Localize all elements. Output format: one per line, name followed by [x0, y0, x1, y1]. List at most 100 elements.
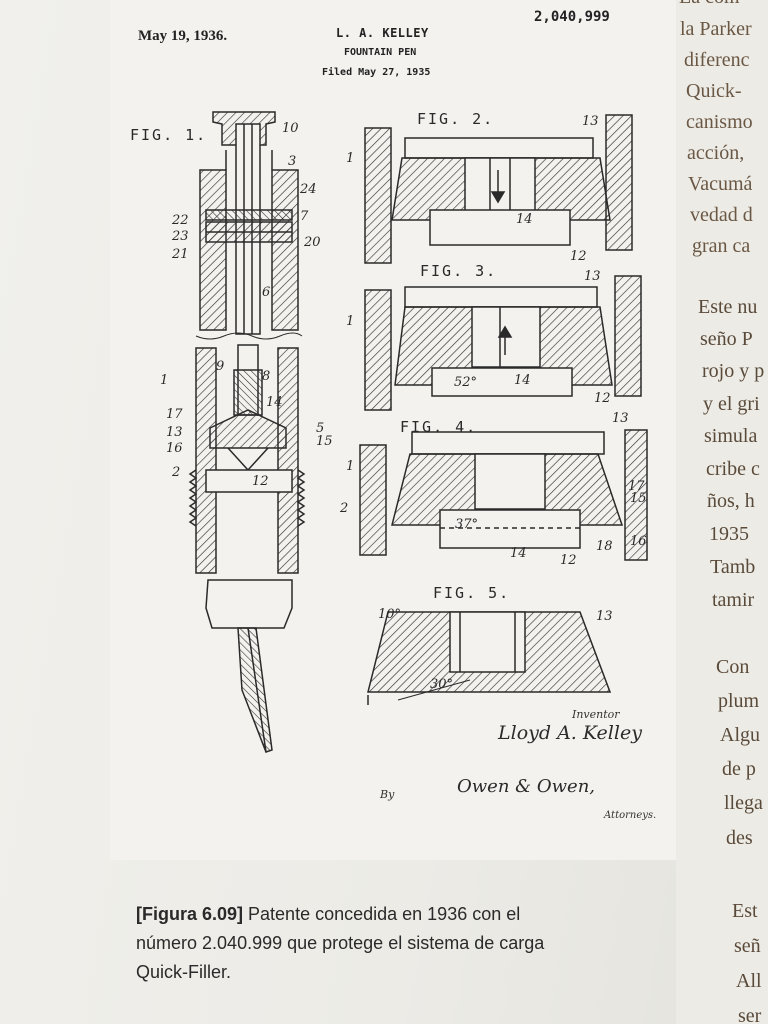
svg-text:12: 12 — [594, 391, 611, 406]
fig-1-pen-section — [188, 111, 306, 753]
right-line: des — [726, 827, 753, 849]
fig-1-label: FIG. 1. — [130, 126, 207, 144]
svg-text:13: 13 — [612, 411, 629, 426]
svg-text:16: 16 — [630, 534, 647, 549]
svg-text:15: 15 — [316, 434, 333, 449]
right-line: llega — [724, 792, 763, 814]
right-text-column: La com la Parker diferenc Quick- canismo… — [676, 0, 768, 1024]
svg-text:23: 23 — [171, 229, 189, 244]
attorney-signature: Owen & Owen, — [457, 776, 595, 797]
by-label: By — [380, 788, 395, 801]
right-line: señ — [734, 935, 761, 957]
svg-text:5: 5 — [316, 421, 324, 436]
svg-text:52°: 52° — [454, 375, 477, 390]
right-line: acción, — [687, 142, 745, 164]
right-line: vedad d — [690, 204, 753, 226]
svg-text:13: 13 — [584, 269, 601, 284]
svg-text:1: 1 — [160, 373, 168, 388]
attorneys-caption: Attorneys. — [604, 810, 657, 821]
svg-text:6: 6 — [262, 285, 270, 300]
svg-text:Owen & Owen,: Owen & Owen, — [457, 776, 595, 797]
svg-text:9: 9 — [216, 359, 224, 374]
svg-text:14: 14 — [516, 212, 533, 227]
svg-text:1: 1 — [346, 151, 354, 166]
right-line: tamir — [712, 589, 755, 611]
right-line: All — [736, 970, 762, 992]
svg-text:13: 13 — [166, 425, 183, 440]
svg-text:17: 17 — [166, 407, 183, 422]
right-line: Vacumá — [688, 173, 753, 195]
patent-filed-date: Filed May 27, 1935 — [322, 67, 431, 78]
fig-4-assembly — [359, 429, 648, 561]
reference-numerals: 10 3 24 7 20 22 23 21 6 8 9 1 17 13 16 2… — [160, 114, 647, 692]
patent-inventor-header: L. A. KELLEY — [336, 26, 429, 40]
fig-2-label: FIG. 2. — [417, 110, 494, 128]
right-line: y el gri — [703, 393, 760, 415]
fig-5-valve-member — [367, 611, 612, 705]
patent-number: 2,040,999 — [534, 9, 610, 25]
right-line: La com — [679, 0, 740, 9]
svg-text:12: 12 — [252, 474, 269, 489]
patent-date: May 19, 1936. — [138, 28, 228, 44]
fig-5-label: FIG. 5. — [433, 584, 510, 602]
fig-2-valve-closed — [364, 114, 633, 264]
svg-text:14: 14 — [514, 373, 531, 388]
right-line: de p — [722, 758, 756, 780]
right-line: 1935 — [709, 523, 749, 545]
svg-text:13: 13 — [582, 114, 599, 129]
svg-text:17: 17 — [628, 479, 645, 494]
svg-text:14: 14 — [510, 546, 527, 561]
right-line: seño P — [700, 328, 753, 350]
svg-text:20: 20 — [303, 235, 321, 250]
right-line: gran ca — [692, 235, 751, 257]
caption-text: número 2.040.999 que protege el sistema … — [136, 933, 545, 953]
svg-text:30°: 30° — [430, 677, 453, 692]
caption-text: Quick-Filler. — [136, 962, 232, 982]
fig-3-label: FIG. 3. — [420, 262, 497, 280]
inventor-signature: Lloyd A. Kelley — [498, 722, 642, 744]
right-line: Quick- — [686, 80, 742, 102]
svg-text:1: 1 — [346, 314, 354, 329]
patent-drawings: FIG. 1. FIG. 2. FIG. 3. — [130, 110, 648, 753]
right-line: ser — [738, 1005, 762, 1024]
svg-text:2: 2 — [171, 465, 180, 480]
right-line: Este nu — [698, 296, 758, 318]
svg-text:10°: 10° — [378, 607, 401, 622]
svg-text:16: 16 — [166, 441, 183, 456]
patent-title: FOUNTAIN PEN — [344, 47, 417, 58]
right-line: Est — [732, 900, 758, 922]
right-line: rojo y p — [702, 360, 765, 382]
svg-text:7: 7 — [300, 209, 309, 224]
svg-text:1: 1 — [346, 459, 354, 474]
svg-text:14: 14 — [266, 395, 283, 410]
figure-caption: [Figura 6.09] Patente concedida en 1936 … — [136, 900, 676, 987]
right-line: plum — [718, 690, 760, 712]
svg-text:10: 10 — [282, 121, 299, 136]
svg-text:8: 8 — [262, 369, 270, 384]
right-line: cribe c — [706, 458, 760, 480]
svg-text:21: 21 — [171, 247, 189, 262]
svg-text:22: 22 — [171, 213, 189, 228]
caption-text: Patente concedida en 1936 con el — [243, 904, 521, 924]
svg-text:2: 2 — [339, 501, 348, 516]
svg-text:3: 3 — [288, 154, 296, 169]
svg-text:12: 12 — [570, 249, 587, 264]
right-line: Algu — [720, 724, 760, 746]
svg-text:15: 15 — [630, 491, 647, 506]
svg-text:24: 24 — [299, 182, 317, 197]
svg-text:18: 18 — [596, 539, 613, 554]
fig-4-label: FIG. 4. — [400, 418, 477, 436]
svg-text:37°: 37° — [455, 517, 478, 532]
svg-text:12: 12 — [560, 553, 577, 568]
right-line: canismo — [686, 111, 753, 133]
caption-figure-ref: [Figura 6.09] — [136, 904, 244, 924]
right-line: la Parker — [680, 18, 752, 40]
right-line: diferenc — [684, 49, 750, 71]
right-line: Tamb — [710, 556, 756, 578]
fig-3-valve-open — [364, 275, 642, 411]
right-line: simula — [704, 425, 758, 447]
svg-text:13: 13 — [596, 609, 613, 624]
right-line: Con — [716, 656, 750, 678]
inventor-caption: Inventor — [572, 708, 620, 721]
